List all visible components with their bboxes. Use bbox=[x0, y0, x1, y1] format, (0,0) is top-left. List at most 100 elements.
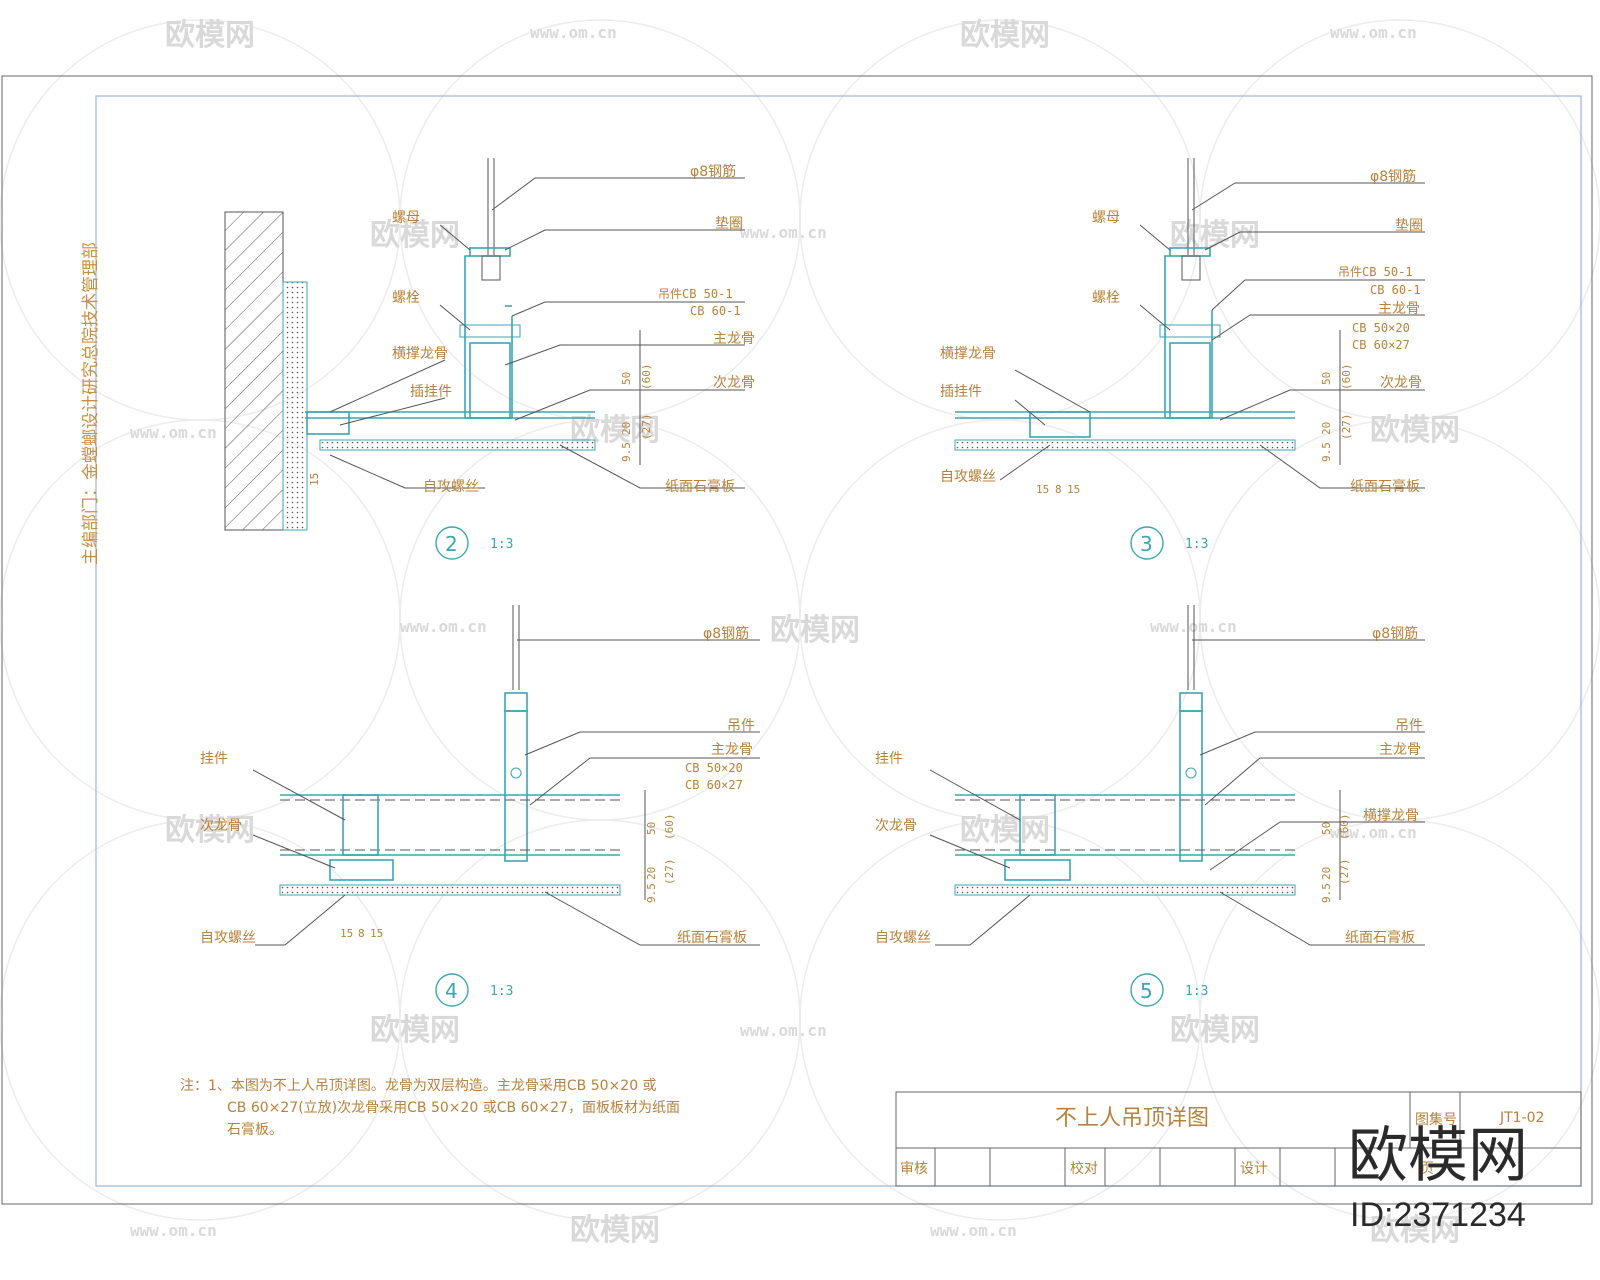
detail-number: 5 bbox=[1140, 979, 1153, 1003]
label-brace-keel: 横撑龙骨 bbox=[1363, 808, 1419, 824]
label-screw: 自攻螺丝 bbox=[940, 469, 996, 485]
svg-text:(27): (27) bbox=[663, 859, 676, 886]
atlas-label: 图集号 bbox=[1415, 1111, 1457, 1128]
main-keel bbox=[1169, 342, 1211, 419]
logo-name: 欧模网 bbox=[1348, 1121, 1528, 1191]
svg-text:15: 15 bbox=[1067, 483, 1080, 496]
svg-text:9.5: 9.5 bbox=[1320, 883, 1333, 903]
clip bbox=[1019, 794, 1056, 856]
watermark-brand: 欧模网 bbox=[570, 1213, 660, 1248]
note-line-2: CB 60×27(立放)次龙骨采用CB 50×20 或CB 60×27，面板板材… bbox=[227, 1100, 680, 1116]
label-main-keel-spec-2: CB 60×27 bbox=[685, 778, 743, 792]
brace-keel bbox=[306, 411, 350, 435]
svg-text:(27): (27) bbox=[1338, 859, 1351, 886]
detail-number: 2 bbox=[445, 532, 458, 556]
watermark-url: www.om.cn bbox=[1150, 617, 1237, 636]
watermark-brand: 欧模网 bbox=[165, 813, 255, 848]
logo-id: ID:2371234 bbox=[1350, 1196, 1526, 1234]
detail-scale: 1:3 bbox=[490, 537, 513, 552]
svg-text:(60): (60) bbox=[640, 364, 653, 391]
svg-text:(60): (60) bbox=[1340, 364, 1353, 391]
label-main-keel: 主龙骨 bbox=[1379, 742, 1421, 758]
svg-text:9.5: 9.5 bbox=[645, 883, 658, 903]
svg-text:50: 50 bbox=[1320, 372, 1333, 385]
secondary-keel bbox=[329, 859, 394, 881]
page-label: 页 bbox=[1420, 1161, 1434, 1177]
detail-scale: 1:3 bbox=[1185, 984, 1208, 999]
watermark-url: www.om.cn bbox=[400, 617, 487, 636]
label-main-keel-spec-1: CB 50×20 bbox=[1352, 321, 1410, 335]
detail-scale: 1:3 bbox=[1185, 537, 1208, 552]
gypsum-board bbox=[319, 439, 596, 451]
detail-number: 4 bbox=[445, 979, 458, 1003]
label-rebar: φ8钢筋 bbox=[703, 625, 749, 642]
svg-text:9.5: 9.5 bbox=[1320, 442, 1333, 462]
bolt bbox=[1159, 324, 1221, 338]
watermark-brand: 欧模网 bbox=[1370, 413, 1460, 448]
hanger bbox=[504, 710, 528, 862]
nut bbox=[1181, 255, 1201, 281]
detail-number-circle bbox=[1130, 973, 1164, 1007]
outer-frame bbox=[1, 75, 1593, 1205]
label-secondary-keel: 次龙骨 bbox=[875, 818, 917, 834]
plaster-layer bbox=[282, 281, 308, 531]
label-main-keel-spec-2: CB 60×27 bbox=[1352, 338, 1410, 352]
label-rebar: φ8钢筋 bbox=[1370, 168, 1416, 185]
insert bbox=[1029, 411, 1091, 438]
watermark-url: www.om.cn bbox=[930, 1221, 1017, 1240]
watermark-brand: 欧模网 bbox=[1170, 218, 1260, 253]
label-main-keel: 主龙骨 bbox=[1378, 301, 1420, 317]
svg-text:20: 20 bbox=[620, 422, 633, 435]
svg-text:(27): (27) bbox=[640, 414, 653, 441]
label-main-keel: 主龙骨 bbox=[711, 742, 753, 758]
label-rebar: φ8钢筋 bbox=[1372, 625, 1418, 642]
svg-text:8: 8 bbox=[358, 927, 365, 940]
label-rebar: φ8钢筋 bbox=[690, 163, 736, 180]
label-hanger: 吊件CB 50-1 bbox=[1338, 265, 1413, 279]
svg-text:20: 20 bbox=[645, 867, 658, 880]
nut bbox=[481, 255, 501, 281]
nut bbox=[504, 692, 528, 712]
label-insert: 插挂件 bbox=[940, 384, 982, 400]
watermark-brand: 欧模网 bbox=[165, 18, 255, 53]
drawing-title: 不上人吊顶详图 bbox=[1055, 1106, 1209, 1131]
side-department-text: 主编部门：金螳螂设计研究总院技术管理部 bbox=[81, 242, 101, 565]
atlas-number: JT1-02 bbox=[1499, 1110, 1544, 1126]
label-nut: 螺母 bbox=[392, 210, 420, 226]
label-main-keel-spec-1: CB 50×20 bbox=[685, 761, 743, 775]
detail-number-circle bbox=[435, 526, 469, 560]
label-board: 纸面石膏板 bbox=[677, 929, 747, 946]
detail-3: 50 (60) 20 (27) 9.5 15 8 15 φ8钢筋 螺母 垫圈 螺… bbox=[940, 158, 1425, 560]
label-hanger-2: CB 60-1 bbox=[1370, 283, 1421, 297]
watermark-brand: 欧模网 bbox=[770, 613, 860, 648]
gypsum-board bbox=[279, 884, 621, 896]
watermark-texts: 欧模网 www.om.cn 欧模网 www.om.cn 欧模网 www.om.c… bbox=[130, 18, 1460, 1248]
label-bolt: 螺栓 bbox=[1092, 290, 1120, 306]
svg-text:15: 15 bbox=[340, 927, 353, 940]
detail-5: 50 (60) 20 (27) 9.5 φ8钢筋 吊件 主龙骨 横撑龙骨 挂件 … bbox=[875, 605, 1425, 1007]
wall-hatch bbox=[224, 211, 284, 531]
note-line-1: 注：1、本图为不上人吊顶详图。龙骨为双层构造。主龙骨采用CB 50×20 或 bbox=[180, 1078, 657, 1094]
svg-text:(60): (60) bbox=[1338, 814, 1351, 841]
inner-frame bbox=[95, 95, 1582, 1187]
label-board: 纸面石膏板 bbox=[665, 478, 735, 495]
label-board: 纸面石膏板 bbox=[1345, 929, 1415, 946]
svg-text:15: 15 bbox=[370, 927, 383, 940]
notes: 注：1、本图为不上人吊顶详图。龙骨为双层构造。主龙骨采用CB 50×20 或 C… bbox=[180, 1078, 680, 1138]
label-screw: 自攻螺丝 bbox=[200, 930, 256, 946]
detail-number: 3 bbox=[1140, 532, 1153, 556]
gypsum-board bbox=[954, 884, 1296, 896]
note-line-3: 石膏板。 bbox=[227, 1121, 283, 1138]
label-hanger: 吊件CB 50-1 bbox=[658, 287, 733, 301]
label-screw: 自攻螺丝 bbox=[423, 479, 479, 495]
label-secondary-keel: 次龙骨 bbox=[200, 818, 242, 834]
label-clip: 挂件 bbox=[875, 751, 903, 767]
label-clip: 挂件 bbox=[200, 751, 228, 767]
watermark-brand: 欧模网 bbox=[370, 218, 460, 253]
detail-number-circle bbox=[435, 973, 469, 1007]
svg-text:8: 8 bbox=[1055, 483, 1062, 496]
svg-text:50: 50 bbox=[1320, 822, 1333, 835]
watermark-url: www.om.cn bbox=[530, 23, 617, 42]
detail-number-circle bbox=[1130, 526, 1164, 560]
detail-scale: 1:3 bbox=[490, 984, 513, 999]
